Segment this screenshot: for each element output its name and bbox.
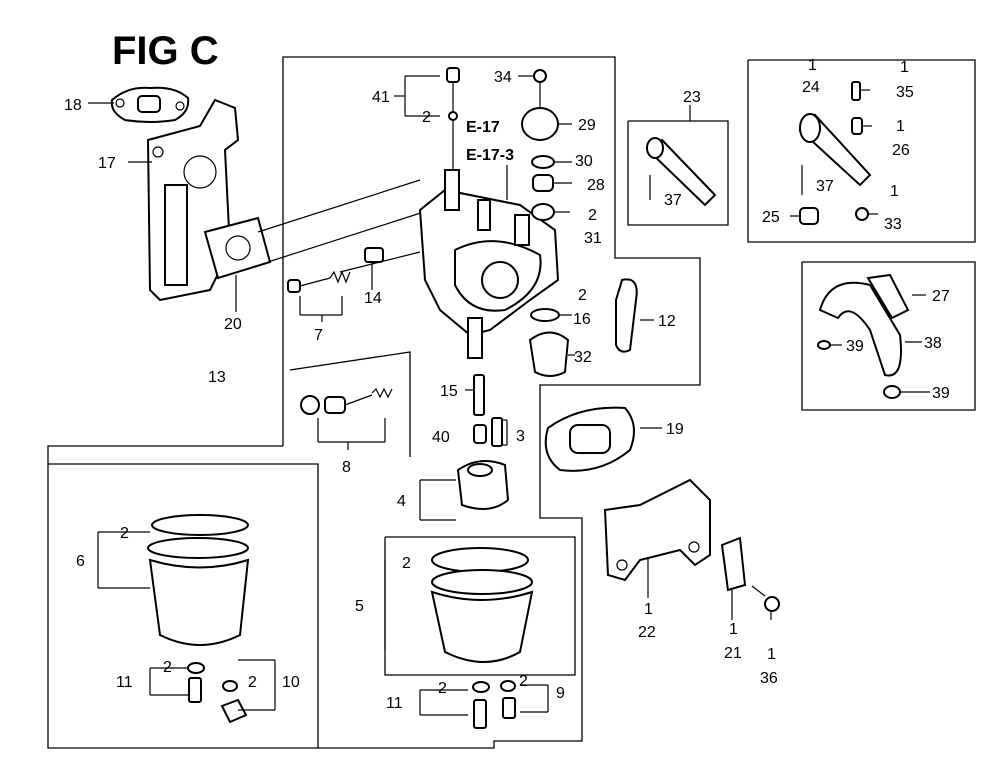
label-24: 24 xyxy=(802,79,820,96)
figure-title: FIG C xyxy=(112,29,219,73)
label-20: 20 xyxy=(224,316,242,333)
part-5-float-bowl xyxy=(384,547,549,729)
label-41: 41 xyxy=(372,89,390,106)
label-12: 12 xyxy=(658,313,676,330)
label-15: 15 xyxy=(440,383,458,400)
label-38: 38 xyxy=(924,335,942,352)
label-39b: 39 xyxy=(932,385,950,402)
label-37a: 37 xyxy=(664,192,682,209)
label-21-qty: 1 xyxy=(729,621,738,638)
label-11a-qty: 2 xyxy=(163,659,172,676)
part-8-choke-assy xyxy=(300,387,393,450)
part-23-lever xyxy=(646,105,717,207)
part-34-29-screw-cap xyxy=(518,69,572,141)
carburetor-body xyxy=(339,169,560,359)
label-31: 31 xyxy=(584,230,602,247)
label-5-qty: 2 xyxy=(402,555,411,572)
label-33: 33 xyxy=(884,216,902,233)
part-4-clamp xyxy=(419,460,510,521)
label-16-qty: 2 xyxy=(578,287,587,304)
label-9: 9 xyxy=(556,685,565,702)
label-4: 4 xyxy=(397,493,406,510)
ref-e17: E-17 xyxy=(466,119,500,136)
label-39a: 39 xyxy=(846,338,864,355)
label-22: 22 xyxy=(638,624,656,641)
label-27: 27 xyxy=(932,288,950,305)
label-16: 16 xyxy=(573,311,591,328)
ref-e17-3: E-17-3 xyxy=(466,147,514,164)
label-6-qty: 2 xyxy=(120,525,129,542)
label-31-qty: 2 xyxy=(588,207,597,224)
label-36: 36 xyxy=(760,670,778,687)
group-frames xyxy=(47,56,976,749)
part-12-clip xyxy=(615,278,654,353)
label-29: 29 xyxy=(578,117,596,134)
part-20-insulator xyxy=(203,179,431,312)
label-14: 14 xyxy=(364,290,382,307)
label-30: 30 xyxy=(575,153,593,170)
part-24-lever-assy xyxy=(790,81,878,225)
part-16-32-float xyxy=(528,308,575,377)
label-34: 34 xyxy=(494,69,512,86)
part-27-38-tube xyxy=(817,273,930,399)
label-13: 13 xyxy=(208,369,226,386)
label-11b-qty: 2 xyxy=(438,680,447,697)
part-41-screw xyxy=(394,67,460,170)
label-9-qty: 2 xyxy=(519,673,528,690)
label-5: 5 xyxy=(355,598,364,615)
part-labels: 18 17 20 7 14 13 8 41 2 34 29 30 28 2 31… xyxy=(64,57,950,712)
label-10-qty: 2 xyxy=(248,674,257,691)
part-19-gasket xyxy=(544,406,662,472)
label-8: 8 xyxy=(342,459,351,476)
label-18: 18 xyxy=(64,97,82,114)
label-25: 25 xyxy=(762,209,780,226)
label-33-qty: 1 xyxy=(890,183,899,200)
label-35: 35 xyxy=(896,84,914,101)
label-11b: 11 xyxy=(386,695,403,712)
label-40: 40 xyxy=(432,429,450,446)
label-28: 28 xyxy=(587,177,605,194)
label-26-qty: 1 xyxy=(896,118,905,135)
part-22-bracket xyxy=(603,478,711,598)
label-26: 26 xyxy=(892,142,910,159)
label-10: 10 xyxy=(282,674,300,691)
label-41-qty: 2 xyxy=(422,109,431,126)
label-21: 21 xyxy=(724,645,742,662)
label-19: 19 xyxy=(666,421,684,438)
part-21-36-fittings xyxy=(720,536,780,620)
label-24-qty: 1 xyxy=(808,57,817,74)
part-14-7-screw-spring xyxy=(287,247,384,322)
part-30-28-31-stack xyxy=(531,155,572,221)
label-3: 3 xyxy=(516,428,525,445)
label-36-qty: 1 xyxy=(767,646,776,663)
label-22-qty: 1 xyxy=(644,601,653,618)
part-18-gasket xyxy=(88,86,190,123)
label-23: 23 xyxy=(683,89,701,106)
part-6-float-bowl xyxy=(97,514,276,724)
label-35-qty: 1 xyxy=(900,59,909,76)
label-17: 17 xyxy=(98,155,116,172)
label-11a: 11 xyxy=(116,674,133,691)
label-6: 6 xyxy=(76,553,85,570)
part-15-40-3-jet xyxy=(465,374,508,447)
label-37b: 37 xyxy=(816,178,834,195)
label-7: 7 xyxy=(314,327,323,344)
label-32: 32 xyxy=(574,349,592,366)
